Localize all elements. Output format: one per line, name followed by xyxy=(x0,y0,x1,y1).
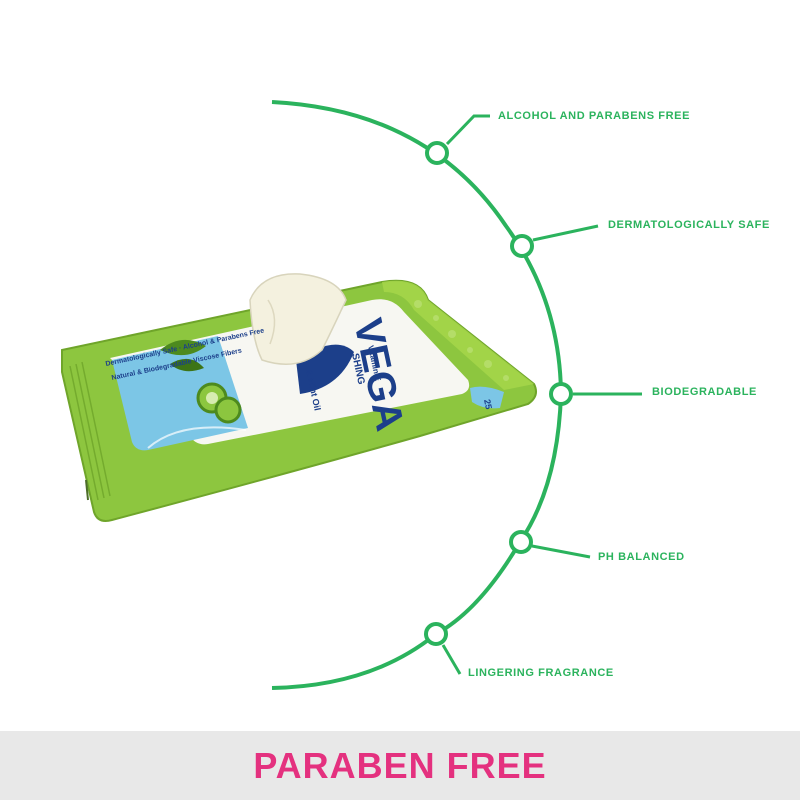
wipe-sheet xyxy=(249,273,347,365)
feature-label: BIODEGRADABLE xyxy=(652,386,757,398)
pack-count: 25 xyxy=(482,398,494,410)
arc-line xyxy=(271,100,564,690)
feature-label: DERMATOLOGICALLY SAFE xyxy=(608,219,770,231)
footer-title: PARABEN FREE xyxy=(253,744,547,786)
connector-line xyxy=(532,224,599,242)
node-circle-icon xyxy=(424,622,448,646)
connector-line xyxy=(441,644,462,675)
feature-label: ALCOHOL AND PARABENS FREE xyxy=(498,110,691,122)
node-circle-icon xyxy=(425,141,449,165)
feature-label: PH BALANCED xyxy=(598,551,685,563)
node-circle-icon xyxy=(509,530,533,554)
footer-banner: PARABEN FREE xyxy=(0,731,800,800)
product-illustration: VEGA Vitamin E SHING & Mint Oil Dermatol… xyxy=(61,100,642,690)
connector-line xyxy=(445,114,490,146)
feature-label: LINGERING FRAGRANCE xyxy=(468,667,614,679)
wipes-pack-image: VEGA Vitamin E SHING & Mint Oil Dermatol… xyxy=(61,273,537,522)
connector-line xyxy=(531,544,591,559)
leaf-icon xyxy=(160,339,206,356)
node-circle-icon xyxy=(549,382,573,406)
node-circle-icon xyxy=(510,234,534,258)
feature-arc xyxy=(271,100,642,690)
